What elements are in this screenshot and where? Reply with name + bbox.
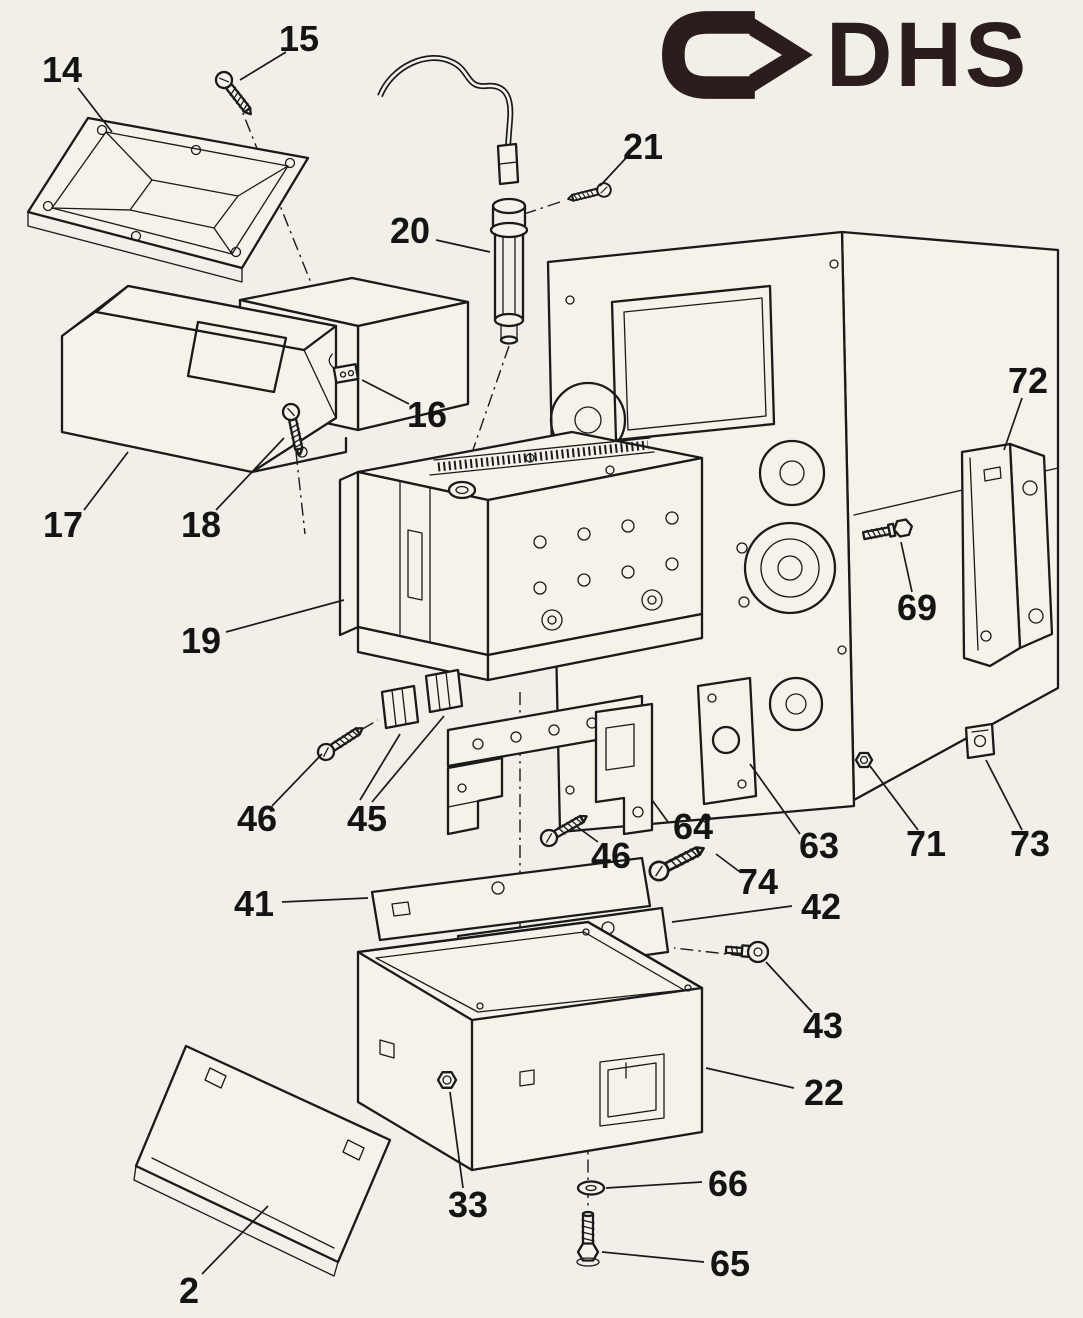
part-label-33: 33 — [447, 1184, 489, 1225]
front-panel-2 — [133, 1044, 392, 1277]
washer-66 — [576, 1180, 606, 1196]
hopper-17 — [60, 284, 348, 474]
holder-plate — [446, 694, 644, 836]
part-label-15: 15 — [278, 18, 320, 59]
screw-46-left — [313, 720, 368, 765]
part-label-17: 17 — [42, 504, 84, 545]
part-label-72: 72 — [1007, 360, 1049, 401]
label-leader-lines — [77, 51, 1023, 1275]
part-label-14: 14 — [41, 49, 83, 90]
hex-bolt-69 — [861, 518, 913, 541]
part-label-73: 73 — [1009, 823, 1051, 864]
part-label-45: 45 — [346, 798, 388, 839]
part-label-42: 42 — [800, 886, 842, 927]
dhs-logo: DHS — [648, 6, 1029, 104]
clip-73 — [964, 722, 996, 760]
cash-box-22 — [356, 920, 704, 1172]
part-label-69: 69 — [896, 587, 938, 628]
mechanism-block-19 — [338, 430, 704, 682]
part-label-18: 18 — [180, 504, 222, 545]
part-label-71: 71 — [905, 823, 947, 864]
plate-64 — [594, 702, 654, 836]
dhs-logo-text: DHS — [826, 4, 1030, 106]
lid-14 — [26, 116, 310, 283]
part-label-16: 16 — [406, 394, 448, 435]
ribbed-blocks-45 — [380, 668, 464, 730]
part-label-22: 22 — [803, 1072, 845, 1113]
thumbscrew-43 — [724, 940, 770, 964]
nut-33 — [436, 1071, 458, 1089]
part-label-41: 41 — [233, 883, 275, 924]
nut-71 — [854, 751, 874, 769]
screw-65 — [576, 1210, 600, 1267]
part-label-2: 2 — [178, 1270, 200, 1311]
side-bracket-72 — [960, 442, 1054, 668]
cable-assembly-20 — [377, 55, 529, 345]
part-label-65: 65 — [709, 1243, 751, 1284]
part-label-19: 19 — [180, 620, 222, 661]
part-label-64: 64 — [672, 806, 714, 847]
part-label-63: 63 — [798, 825, 840, 866]
part-label-74: 74 — [737, 861, 779, 902]
part-label-20: 20 — [389, 210, 431, 251]
plate-41 — [370, 856, 652, 942]
dhs-arrow-icon — [662, 11, 813, 99]
latch-part-16 — [328, 353, 360, 384]
plate-63 — [696, 676, 758, 806]
part-label-46-right: 46 — [590, 835, 632, 876]
part-label-43: 43 — [802, 1005, 844, 1046]
part-label-46-left: 46 — [236, 798, 278, 839]
part-label-66: 66 — [707, 1163, 749, 1204]
part-label-21: 21 — [622, 126, 664, 167]
screw-15 — [211, 67, 259, 121]
screw-21 — [565, 180, 614, 207]
